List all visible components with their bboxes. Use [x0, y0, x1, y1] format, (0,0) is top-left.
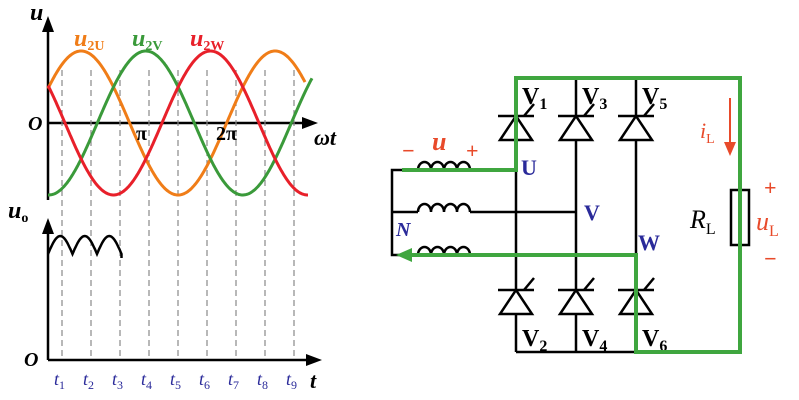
time-tick-label: t7 — [228, 369, 239, 392]
current-label: iL — [700, 118, 715, 147]
source-minus: − — [402, 138, 415, 163]
thyristor-label: V6 — [642, 326, 667, 355]
time-marker-lines — [61, 70, 295, 360]
node-v-label: V — [584, 200, 600, 225]
thyristor-gate — [523, 277, 535, 291]
thyristor-triangle — [497, 287, 535, 316]
thyristor-gate — [583, 277, 595, 291]
thyristor-label: V4 — [582, 326, 607, 355]
origin-bottom: O — [24, 349, 38, 371]
thyristor-gate — [643, 103, 655, 117]
u2w-curve — [46, 49, 308, 197]
time-tick-label: t9 — [286, 369, 297, 392]
load-resistor-label: RL — [689, 205, 716, 238]
output-voltage-curve — [46, 234, 123, 258]
u-axis-arrow — [42, 16, 54, 32]
t-axis-label: t — [310, 368, 317, 393]
current-arrow-head — [724, 142, 736, 156]
u2v-label: u2V — [132, 26, 162, 54]
time-tick-label: t6 — [199, 369, 210, 392]
time-tick-label: t2 — [83, 369, 94, 392]
transformer-windings — [416, 160, 472, 256]
conduction-path — [402, 76, 742, 354]
time-tick-label: t4 — [141, 369, 152, 392]
thyristor-gate — [643, 277, 655, 291]
time-tick-label: t5 — [170, 369, 181, 392]
thyristor-triangle — [557, 113, 595, 142]
source-u-label: u — [432, 127, 446, 156]
u2u-label: u2U — [74, 26, 104, 54]
load-plus: + — [764, 175, 777, 200]
pi-label: π — [136, 123, 147, 145]
thyristor-label: V5 — [642, 84, 667, 113]
t-axis-arrow — [306, 354, 322, 366]
u-axis-label: u — [30, 0, 43, 26]
thyristor-gate — [523, 103, 535, 117]
uo-label: uo — [8, 198, 28, 226]
conduction-arrow — [396, 248, 412, 262]
thyristor-label: V2 — [522, 326, 547, 355]
thyristor: V5 — [617, 84, 667, 142]
thyristor-gate — [583, 103, 595, 117]
time-tick-label: t8 — [257, 369, 268, 392]
u2w-label: u2W — [190, 26, 224, 54]
load-minus: − — [764, 246, 777, 271]
thyristor-label: V1 — [522, 84, 547, 113]
thyristor-label: V3 — [582, 84, 607, 113]
thyristor: V6 — [617, 277, 667, 355]
thyristor-triangle — [557, 287, 595, 316]
time-tick-label: t3 — [112, 369, 123, 392]
winding-coil — [416, 202, 472, 213]
omega-t-label: ωt — [314, 125, 337, 150]
origin-top: O — [28, 113, 42, 135]
omega-t-axis-arrow — [302, 117, 318, 129]
node-n-label: N — [395, 219, 412, 241]
node-w-label: W — [638, 230, 660, 255]
node-u-label: U — [521, 155, 537, 180]
two-pi-label: 2π — [216, 123, 237, 145]
thyristor: V4 — [557, 277, 607, 355]
uo-axis-arrow — [42, 218, 54, 234]
thyristor: V1 — [497, 84, 547, 142]
u2u-curve — [46, 49, 307, 197]
thyristor: V2 — [497, 277, 547, 355]
source-plus: + — [466, 138, 479, 163]
time-tick-label: t1 — [54, 369, 65, 392]
thyristor-triangle — [617, 113, 655, 142]
thyristor: V3 — [557, 84, 607, 142]
load-voltage-label: uL — [756, 207, 779, 240]
time-tick-labels: t1 t2 t3 t4 t5 t6 t7 t8 t9 — [54, 369, 297, 392]
u2v-curve — [48, 49, 314, 197]
